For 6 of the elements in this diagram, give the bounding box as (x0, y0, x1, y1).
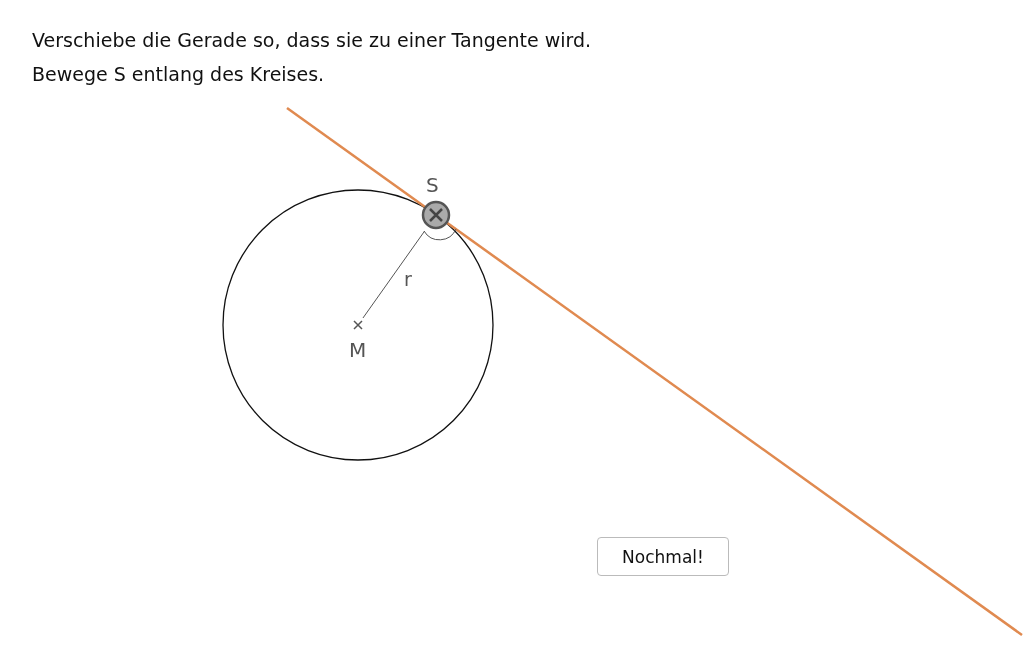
point-label: M (349, 340, 367, 360)
point-label: S (426, 175, 439, 195)
retry-button: Nochmal! (597, 537, 729, 576)
instruction-text: Bewege S entlang des Kreises. (32, 63, 325, 85)
instruction-text: Verschiebe die Gerade so, dass sie zu einer Tangente wird. (32, 29, 592, 51)
radius-line (362, 230, 426, 319)
